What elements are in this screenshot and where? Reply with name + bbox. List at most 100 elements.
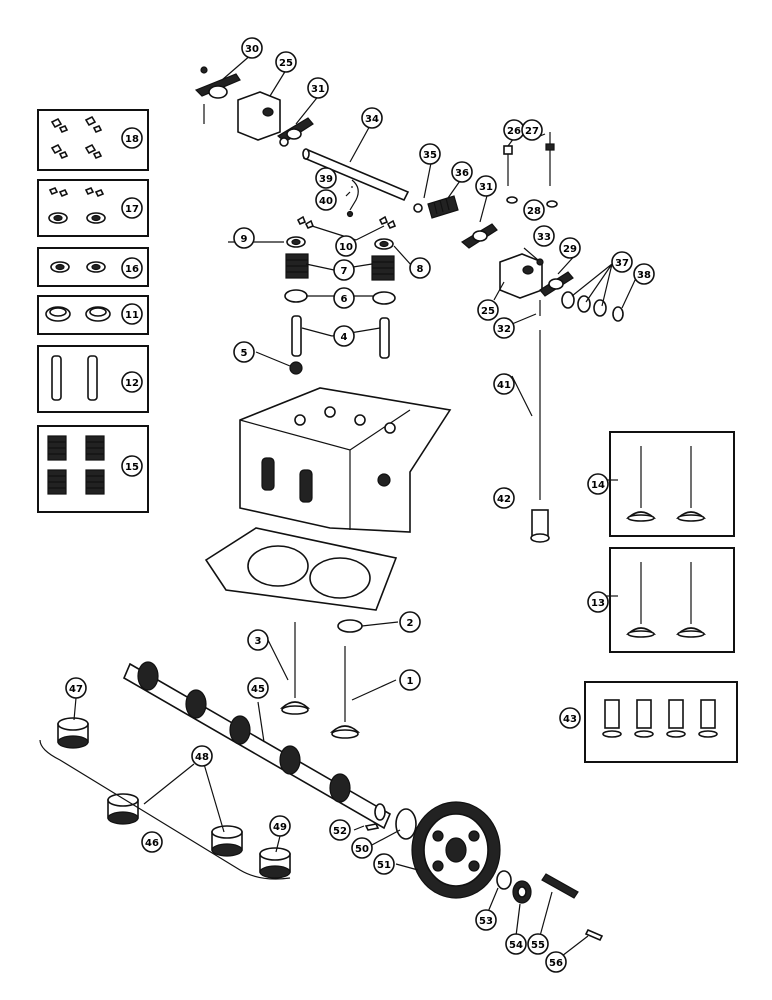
oil-tube-39 [349,179,359,211]
callout-34-label: 34 [365,114,379,125]
spring-36 [427,195,459,219]
callout-25-right-label: 25 [481,306,495,317]
kit-box-14 [609,431,735,537]
cam-gear-51 [411,801,501,899]
callout-5-label: 5 [241,348,248,359]
exhaust-valves-icon [625,446,707,522]
rocker-shaft-34 [302,148,410,202]
callout-3-label: 3 [255,636,262,647]
callout-17: 17 [121,197,143,219]
callout-13-label: 13 [591,598,605,609]
stud-27 [545,132,555,186]
washers-37 [561,291,607,317]
callout-51-label: 51 [377,860,391,871]
callout-5: 5 [233,341,255,363]
callout-53: 53 [475,909,497,931]
callout-9: 9 [233,227,255,249]
callout-4-label: 4 [341,332,348,343]
spring-55 [541,873,579,899]
callout-8-label: 8 [417,264,424,275]
callout-36-label: 36 [455,168,469,179]
tappets-icon [602,699,718,738]
callout-10: 10 [335,235,357,257]
callout-14: 14 [587,473,609,495]
callout-12: 12 [121,371,143,393]
seat-insert-2 [337,619,363,633]
bearing-48-a [107,793,139,825]
pin-56 [584,928,604,942]
callout-45: 45 [247,677,269,699]
retainer-8 [374,238,394,250]
valve-springs-7 [285,253,395,281]
rocker-arm-31-right [460,223,498,249]
callout-4: 4 [333,325,355,347]
tappet-42 [530,509,550,543]
callout-31-right: 31 [475,175,497,197]
callout-28-label: 28 [527,206,541,217]
kit-box-13 [609,547,735,653]
keepers-and-retainers-icon [48,186,106,224]
bearing-48-b [211,825,243,857]
callout-17-label: 17 [125,204,139,215]
bearing-47 [57,717,89,749]
callout-55-label: 55 [531,940,545,951]
callout-45-label: 45 [251,684,265,695]
rocker-arm-31-left [276,117,314,147]
callout-56-label: 56 [549,958,563,969]
callout-6-label: 6 [341,294,348,305]
callout-50-label: 50 [355,844,369,855]
washer-53 [496,870,512,890]
callout-49: 49 [269,815,291,837]
intake-valves-icon [625,562,707,638]
callout-16-label: 16 [125,264,139,275]
callout-25-left: 25 [275,51,297,73]
callout-41-label: 41 [497,380,511,391]
callout-41: 41 [493,373,515,395]
callout-9-label: 9 [241,234,248,245]
callout-52-label: 52 [333,826,347,837]
callout-37-label: 37 [615,258,629,269]
callout-7-label: 7 [341,266,348,277]
valve-1 [329,646,361,739]
callout-11-label: 11 [125,310,139,321]
valve-seat-inserts-icon [45,306,111,322]
callout-29-label: 29 [563,244,577,255]
callout-42-label: 42 [497,494,511,505]
callout-38: 38 [633,263,655,285]
kit-box-12 [37,345,149,413]
spring-seats-6 [284,289,396,305]
callout-25-right: 25 [477,299,499,321]
callout-7: 7 [333,259,355,281]
callout-56: 56 [545,951,567,973]
kit-box-43 [584,681,738,763]
bearing-49 [259,847,291,879]
callout-36: 36 [451,161,473,183]
callout-27-label: 27 [525,126,539,137]
bracket-46 [39,739,291,880]
callout-25-left-label: 25 [279,58,293,69]
callout-31-left-label: 31 [311,84,325,95]
camshaft-45 [122,661,392,830]
callout-13: 13 [587,591,609,613]
callout-16: 16 [121,257,143,279]
callout-48-label: 48 [195,752,209,763]
callout-46-label: 46 [145,838,159,849]
callout-50: 50 [351,837,373,859]
rocker-arm-29 [539,271,574,297]
rocker-support-25-left [237,91,281,141]
cylinder-head [239,387,452,533]
callout-42: 42 [493,487,515,509]
callout-48: 48 [191,745,213,767]
keepers-10 [296,215,397,230]
callout-54-label: 54 [509,940,523,951]
callout-30: 30 [241,37,263,59]
plug-40 [346,210,354,218]
seal-5 [289,361,303,375]
callout-33: 33 [533,225,555,247]
callout-34: 34 [361,107,383,129]
callout-28: 28 [523,199,545,221]
callout-30-label: 30 [245,44,259,55]
callout-53-label: 53 [479,916,493,927]
rocker-arm-30 [194,66,241,124]
